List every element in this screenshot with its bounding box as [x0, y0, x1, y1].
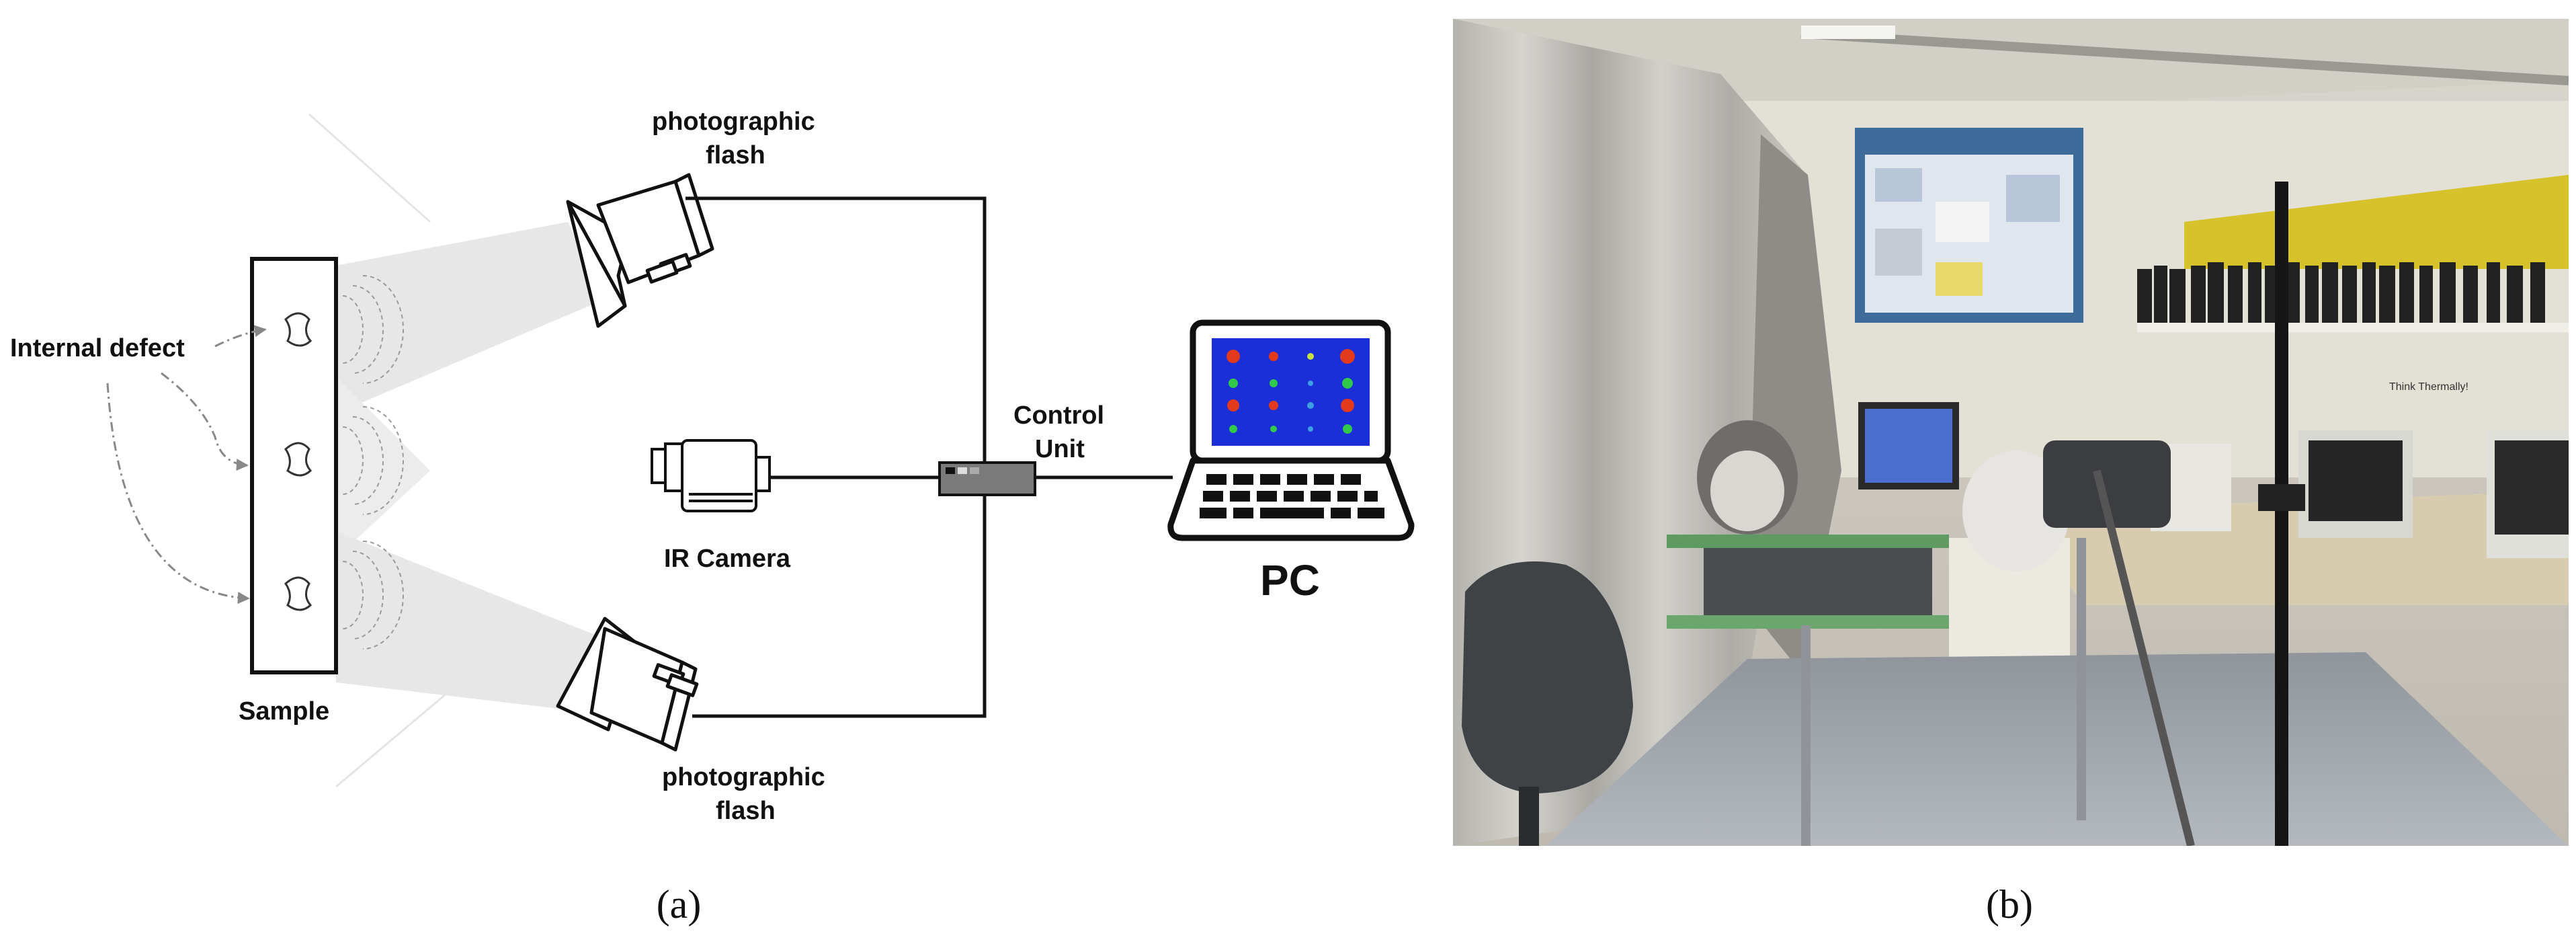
ir-camera-label: IR Camera — [664, 545, 791, 573]
flash-icon-bottom — [556, 617, 699, 752]
stand-center — [2077, 538, 2086, 820]
camera-view-cone — [336, 377, 430, 558]
stand-left — [1801, 625, 1811, 846]
cables — [2093, 469, 2195, 846]
ceiling-light — [1801, 26, 1895, 39]
wiring — [685, 196, 1173, 718]
laptop-icon — [1167, 319, 1415, 541]
ceiling-rail — [1800, 29, 2569, 85]
control-unit-box — [938, 461, 1036, 496]
frame-top-bar — [1667, 535, 1949, 548]
panel-b-photo: Think Thermally! — [1453, 19, 2569, 846]
panel-a-caption: (a) — [657, 882, 702, 927]
panel-b-caption: (b) — [1986, 882, 2033, 927]
defect-arrows — [106, 325, 267, 604]
ir-camera-icon — [651, 439, 771, 512]
flash-icon-top — [566, 173, 714, 328]
chair — [1462, 561, 1633, 793]
pc-label: PC — [1260, 556, 1320, 604]
guide-line-bottom — [335, 678, 464, 788]
control-unit-indicator-2 — [958, 467, 967, 474]
sample-in-frame — [1704, 545, 1932, 622]
control-unit-indicator-3 — [970, 467, 979, 474]
control-unit-indicator-1 — [946, 467, 955, 474]
stand-right — [2275, 182, 2288, 846]
panel-a-diagram: Internal defect Sample photographic flas… — [10, 108, 1415, 825]
flash-top-label-line2: flash — [706, 141, 765, 169]
flash-bottom-label-line1: photographic — [662, 763, 825, 791]
guide-line-top — [308, 113, 431, 223]
sample-label: Sample — [239, 697, 329, 726]
control-unit-label-line2: Unit — [1035, 435, 1085, 463]
shelf — [2137, 323, 2569, 332]
keyboard-keys — [1200, 474, 1384, 518]
flash-bottom-label-line2: flash — [716, 797, 776, 825]
internal-defect-label: Internal defect — [10, 334, 185, 362]
thermal-waves — [342, 275, 404, 650]
defect-shape-3 — [284, 576, 313, 611]
defect-shape-1 — [284, 312, 313, 347]
thermal-hot-spots — [1227, 349, 1355, 434]
flash-beam-bottom — [336, 531, 605, 709]
flash-top-label-line1: photographic — [652, 108, 815, 136]
lamp-right-body — [2043, 440, 2171, 528]
defect-shape-2 — [284, 442, 313, 477]
flash-beam-top — [336, 222, 605, 414]
monitor-back-screen — [1865, 409, 1952, 483]
think-thermally-sign: Think Thermally! — [2389, 381, 2468, 393]
frame-bottom-bar — [1667, 615, 1949, 629]
control-unit-label-line1: Control — [1013, 401, 1104, 430]
